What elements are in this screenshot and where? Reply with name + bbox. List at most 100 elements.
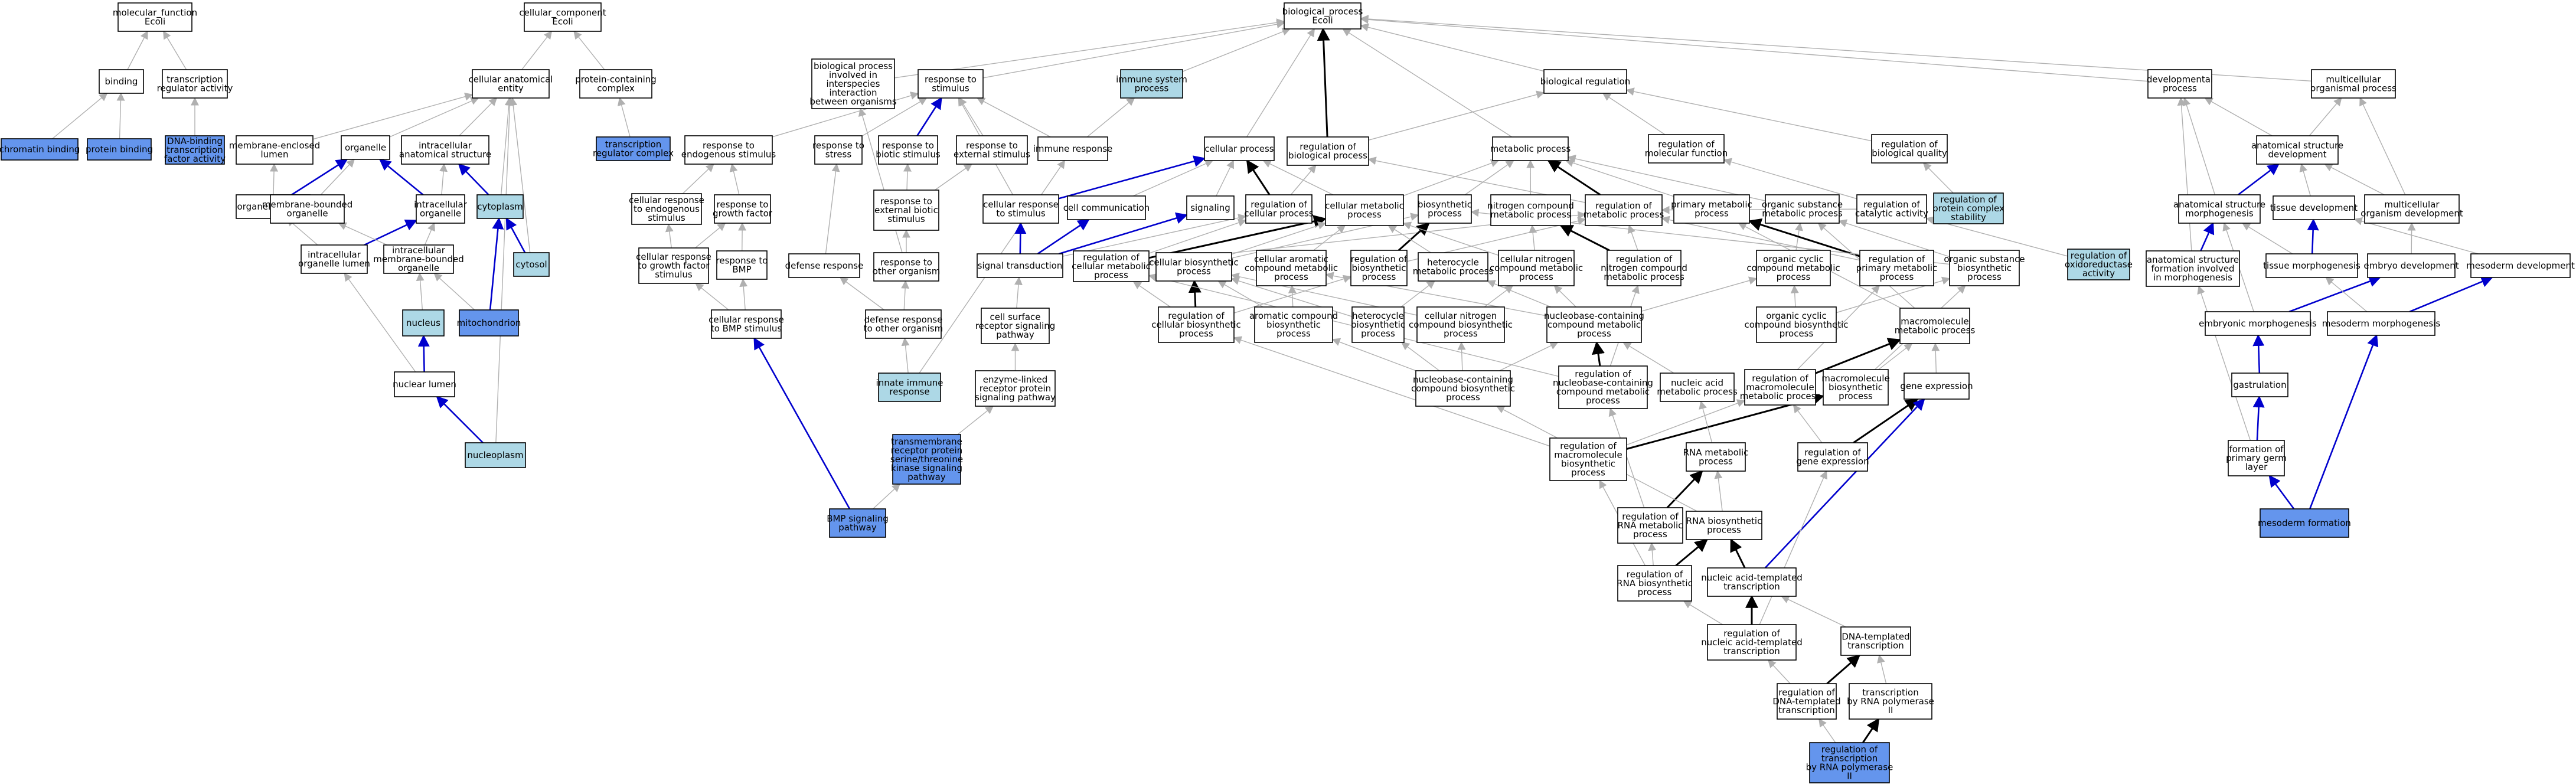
term-label-line: organic substance — [1944, 254, 2025, 264]
term-label-line: process — [1586, 396, 1620, 406]
term-label-line: transcription — [1778, 705, 1834, 716]
edge-dnatt-to-natt — [1781, 596, 1846, 628]
term-box — [714, 194, 771, 224]
term-label-line: process — [1780, 328, 1814, 339]
edge-rrnamp-to-rnamp — [1666, 470, 1703, 509]
term-label-line: anatomical structure — [2251, 141, 2343, 151]
edge-rtgf-to-rtes — [729, 163, 740, 195]
term-box — [1904, 373, 1970, 400]
term-label-line: growth factor — [713, 208, 773, 219]
term-label-line: nucleobase-containing — [1413, 374, 1513, 385]
term-label-line: regulator complex — [593, 148, 674, 159]
term-label-line: cell communication — [1063, 202, 1150, 213]
term-box — [1418, 194, 1472, 224]
term-label-line: nucleic acid-templated — [1701, 637, 1803, 648]
term-label-line: compound metabolic — [1547, 319, 1641, 330]
term-box — [1648, 134, 1725, 164]
edge-sigtrans-to-rcp — [1062, 214, 1247, 257]
edge-cytosol-to-cae — [509, 97, 531, 253]
term-label-line: Ecoli — [1312, 15, 1333, 26]
term-label-line: molecular_function — [113, 8, 197, 19]
edge-rbp-to-biolreg — [1368, 90, 1545, 141]
term-box — [1350, 250, 1408, 286]
term-label-line: to endogenous — [634, 204, 700, 214]
term-label-line: anatomical structure — [2147, 254, 2239, 265]
edge-rora-to-rca — [1925, 216, 2068, 257]
edge-pmp-to-metproc — [1565, 159, 1674, 197]
term-label-line: nucleus — [406, 318, 440, 328]
term-box — [1416, 306, 1505, 343]
term-box — [2146, 250, 2240, 287]
term-label-line: response to — [812, 141, 864, 151]
term-label-line: cytosol — [515, 259, 547, 270]
term-label-line: response to — [703, 141, 755, 151]
term-label-line: cellular biosynthetic — [1149, 257, 1239, 268]
term-label-line: process — [1347, 210, 1382, 220]
term-box — [1949, 250, 2020, 286]
edge-natt-to-rnabp — [1730, 538, 1746, 569]
term-label-line: intracellular — [419, 141, 472, 151]
edge-namp-to-nccmp — [1622, 342, 1674, 374]
edge-rmp-to-metproc — [1547, 159, 1601, 196]
term-label-line: biosynthetic — [1561, 459, 1615, 469]
term-label-line: heterocycle — [1427, 257, 1479, 268]
edge-csrsp-to-sigtrans — [1014, 276, 1023, 309]
edge-nccbp-to-nccmp — [1499, 342, 1559, 371]
term-box — [301, 244, 368, 274]
term-label-line: morphogenesis — [2185, 208, 2254, 219]
term-box — [1673, 194, 1750, 224]
term-node-mito: mitochondrion — [457, 309, 521, 337]
edge-pcc-to-cc — [573, 30, 605, 70]
edge-asfim-to-devproc — [2177, 97, 2192, 251]
term-box — [2178, 194, 2261, 224]
edge-tissdev-to-asd — [2299, 163, 2311, 197]
term-label-line: gene expression — [1796, 456, 1869, 467]
term-label-line: by RNA polymerase — [1806, 762, 1893, 773]
term-label-line: to BMP stimulus — [711, 324, 782, 334]
term-label-line: metabolic process — [1584, 210, 1664, 220]
term-label-line: aromatic compound — [1249, 311, 1338, 321]
term-box — [1558, 365, 1648, 409]
edge-hbp-to-hmp — [1400, 280, 1436, 308]
term-label-line: organic cyclic — [1763, 254, 1823, 264]
term-box — [684, 135, 773, 165]
edge-io-to-ias — [439, 163, 448, 195]
term-label-line: transcription — [1862, 687, 1918, 698]
term-box — [1067, 195, 1146, 220]
edge-nucleus-to-imbo — [416, 272, 425, 311]
term-label-line: other organism — [873, 266, 941, 277]
term-label-line: signaling — [1190, 202, 1230, 213]
term-label-line: membrane-enclosed — [229, 141, 320, 151]
term-label-line: biological process — [814, 61, 893, 71]
term-label-line: factor activity — [164, 153, 226, 164]
term-label-line: process — [1967, 272, 2002, 282]
term-label-line: mesoderm morphogenesis — [2322, 318, 2440, 329]
term-box — [1756, 306, 1837, 343]
term-box — [788, 253, 860, 278]
term-label-line: cellular nitrogen — [1425, 311, 1497, 321]
term-label-line: cellular anatomical — [469, 74, 553, 85]
term-label-line: biological quality — [1872, 148, 1947, 159]
edge-sigtrans-to-signaling — [1058, 212, 1188, 255]
term-label-line: nitrogen compound — [1601, 263, 1687, 273]
term-box — [1660, 373, 1735, 402]
term-box — [829, 508, 886, 538]
term-label-line: RNA metabolic — [1618, 520, 1683, 531]
term-label-line: process — [1839, 391, 1873, 401]
term-label-line: heterocycle — [1352, 311, 1404, 321]
term-label-line: cellular response — [636, 251, 711, 262]
term-box — [1617, 507, 1683, 544]
term-label-line: process — [1707, 525, 1741, 535]
